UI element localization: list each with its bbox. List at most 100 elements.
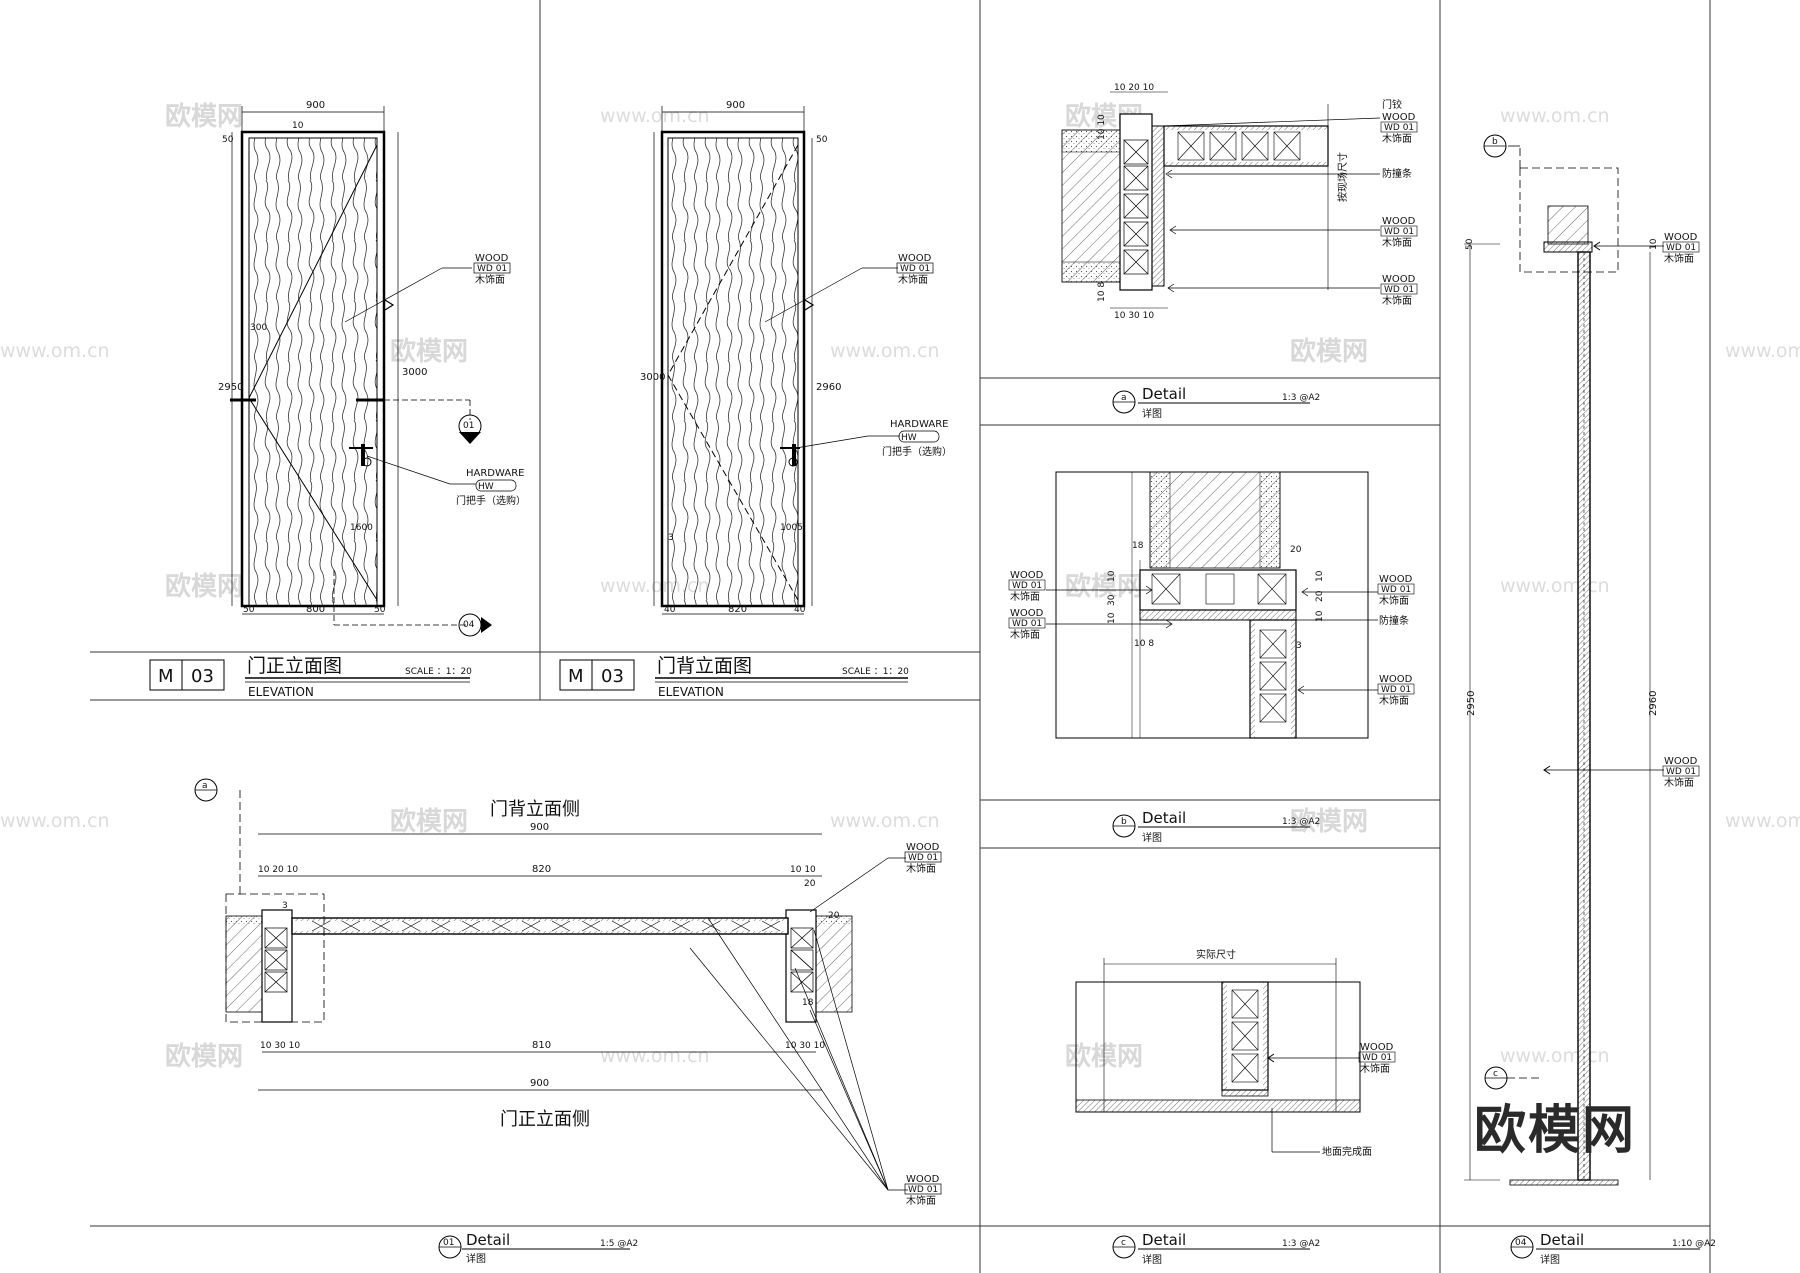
wood-cn: 木饰面: [1010, 590, 1040, 603]
dim-r10: 10: [1315, 570, 1325, 582]
wood-code: WOOD: [1379, 674, 1413, 685]
watermark-brand: 欧模网: [1290, 806, 1368, 837]
wood-code: WOOD: [1664, 756, 1698, 767]
hardware-code: HARDWARE: [466, 468, 524, 479]
front-title: 门正立面图: [247, 655, 342, 677]
wood-code: WOOD: [906, 1174, 940, 1185]
wood-code: WOOD: [1010, 570, 1044, 581]
watermark-brand: 欧模网: [1065, 571, 1143, 602]
label-hinge: 门铰: [1382, 98, 1402, 111]
plan-section: 门背立面侧 门正立面侧: [194, 778, 942, 1265]
main-watermark-mark: 欧模网: [1474, 1101, 1636, 1161]
detail-cn: 详图: [1142, 831, 1162, 844]
detail-title: Detail: [466, 1231, 510, 1249]
tag-num: 03: [601, 666, 624, 687]
front-subtitle: ELEVATION: [248, 685, 314, 699]
detail-scale: 1:3 @A2: [1282, 1239, 1320, 1249]
dim-h2: 3: [668, 533, 674, 543]
dim-r20: 20: [1315, 590, 1325, 602]
dim-bottom-left: 40: [664, 605, 676, 615]
watermark-site: www.om.cn: [830, 340, 940, 362]
dim-30: 30: [1107, 594, 1117, 606]
watermark-site: www.om.cn: [1725, 340, 1800, 362]
wood-id: WD 01: [1384, 285, 1414, 295]
detail-num: a: [1121, 393, 1127, 403]
plan-label-top: 门背立面侧: [490, 799, 580, 820]
wood-code: WOOD: [1379, 574, 1413, 585]
hardware-id: HW: [901, 433, 917, 443]
dim-bottom-right: 50: [374, 605, 386, 615]
watermark-site: www.om.cn: [1725, 810, 1800, 832]
dim-h1: 1005: [780, 523, 803, 533]
wood-id: WD 01: [1666, 243, 1696, 253]
hardware-id: HW: [478, 482, 494, 492]
dims-bl: 10 8: [1097, 282, 1107, 302]
wood-cn: 木饰面: [906, 862, 936, 875]
watermark-site: www.om.cn: [830, 810, 940, 832]
dim-top-total: 900: [530, 822, 549, 833]
watermark-site: www.om.cn: [0, 810, 110, 832]
wood-id: WD 01: [1012, 619, 1042, 629]
detail-c: 实际尺寸 WOOD WD 01 木饰面 地面完成面 c Detail 详图 1:…: [1075, 948, 1396, 1266]
dim-top: 50: [1465, 238, 1475, 250]
wood-cn: 木饰面: [1664, 252, 1694, 265]
dim-v20: 20: [828, 911, 840, 921]
dim-bot-total: 900: [530, 1078, 549, 1089]
dim-18: 18: [1132, 541, 1144, 551]
dim-bot-m: 810: [532, 1040, 551, 1051]
wood-id: WD 01: [1012, 581, 1042, 591]
front-scale: SCALE ：1：20: [405, 667, 472, 677]
wood-cn: 木饰面: [1382, 132, 1412, 145]
label-bumper: 防撞条: [1382, 167, 1412, 180]
dim-top-m: 820: [532, 864, 551, 875]
sheet-frame-lines: [90, 0, 1711, 1273]
wood-id: WD 01: [1381, 685, 1411, 695]
wood-cn: 木饰面: [1382, 236, 1412, 249]
watermark-brand: 欧模网: [1290, 336, 1368, 367]
watermark-brand: 欧模网: [390, 336, 468, 367]
wood-id: WD 01: [1362, 1053, 1392, 1063]
dim-top: 900: [306, 100, 325, 111]
dim-frame: 10: [292, 121, 304, 131]
dims-bottom: 10 30 10: [1114, 311, 1154, 321]
dim-v18: 18: [802, 998, 814, 1008]
back-scale: SCALE ：1：20: [842, 667, 909, 677]
wood-code: WOOD: [475, 253, 509, 264]
back-elevation: 900 50 3000 2960 40 820 40 1005 3 WOOD W…: [559, 100, 952, 699]
detail-title: Detail: [1142, 1231, 1186, 1249]
wood-cn: 木饰面: [475, 273, 505, 286]
plan-label-bottom: 门正立面侧: [500, 1109, 590, 1130]
dim-left: 3000: [640, 372, 665, 383]
callout-a: a: [202, 781, 208, 791]
door-leaf: [667, 137, 799, 607]
wood-cn: 木饰面: [1379, 594, 1409, 607]
label-bumper: 防撞条: [1379, 614, 1409, 627]
detail-scale: 1:3 @A2: [1282, 817, 1320, 827]
dim-top-offset: 50: [222, 135, 234, 145]
dim-10a: 10: [1107, 570, 1117, 582]
tag-m: M: [158, 666, 174, 687]
wood-cn: 木饰面: [1379, 694, 1409, 707]
wood-cn: 木饰面: [1382, 294, 1412, 307]
wood-cn: 木饰面: [898, 273, 928, 286]
callout-b: b: [1492, 137, 1498, 147]
wood-code: WOOD: [1382, 274, 1416, 285]
detail-scale: 1:10 @A2: [1672, 1239, 1716, 1249]
detail-cn: 详图: [1142, 407, 1162, 420]
dim-108: 10 8: [1134, 639, 1154, 649]
wood-code: WOOD: [906, 842, 940, 853]
detail-title: Detail: [1540, 1231, 1584, 1249]
dim-right: 2960: [1648, 691, 1659, 716]
back-title: 门背立面图: [657, 655, 752, 677]
detail-num: b: [1121, 817, 1127, 827]
dim-bottom-mid: 820: [728, 604, 747, 615]
detail-scale: 1:5 @A2: [600, 1239, 638, 1249]
dim-h2: 300: [250, 323, 267, 333]
detail-b: 18 20 10 30 10 10 8 3 10 20 10 WOOD WD 0…: [1008, 471, 1415, 844]
dim-bottom-mid: 800: [306, 604, 325, 615]
detail-cn: 详图: [1540, 1253, 1560, 1266]
wood-id: WD 01: [1666, 767, 1696, 777]
dim-top-offset: 50: [816, 135, 828, 145]
hardware-code: HARDWARE: [890, 419, 948, 430]
